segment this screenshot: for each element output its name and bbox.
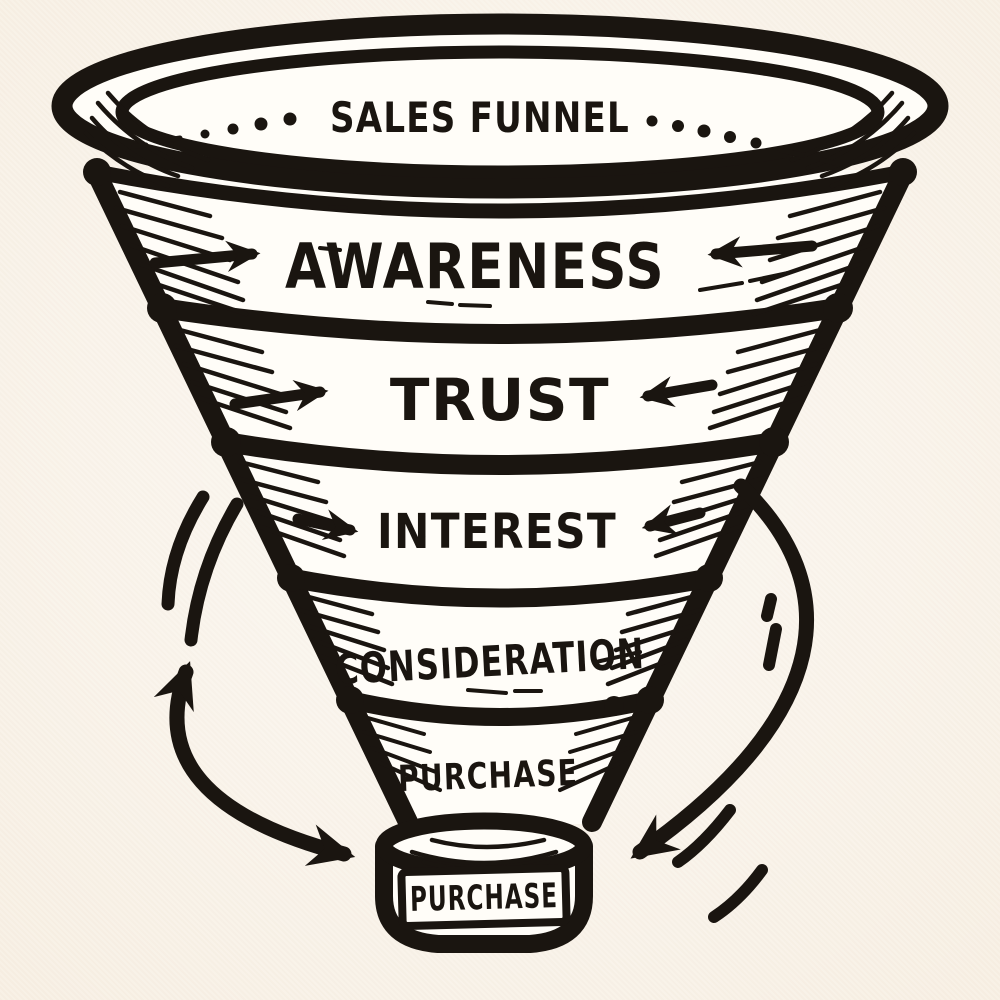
title-dots-right-icon [646,115,762,149]
hatch-shading [605,593,703,687]
outlet-label: PURCHASE [410,876,559,920]
outlet-label-box [397,863,571,931]
dash-marks [761,593,782,671]
cycle-arrow-right-icon [630,478,814,923]
motion-line [708,864,768,923]
motion-line [161,490,210,611]
hatch-shading [751,189,887,317]
funnel-title: SALES FUNNEL [330,93,630,142]
hatch-shading [789,90,917,189]
hatch-shading [707,327,827,431]
stage-label-trust: TRUST [390,366,610,434]
rim-lower-lip [89,164,911,219]
junction-knobs [83,158,917,716]
motion-line [184,497,244,647]
funnel-title-group: SALES FUNNEL [131,93,837,166]
junction-line [216,432,784,475]
title-dash-left-icon [131,135,183,149]
arrow-right-icon [292,509,359,541]
title-dash-right-icon [777,147,837,166]
stage-arrows [149,236,818,541]
arrow-left-icon [707,236,818,268]
junction-line [281,568,719,608]
band-shading [113,189,887,792]
stage-label-awareness: AWARENESS [285,230,665,303]
hatch-shading [362,716,442,792]
hatch-shading [426,271,790,308]
stage-label-purchase-band: PURCHASE [397,753,578,800]
hatch-shading [558,716,638,792]
band-junctions [83,158,917,726]
funnel-rim [51,13,949,252]
curved-arrow [630,478,814,860]
junction-line [152,298,848,344]
hatch-shading [173,327,293,431]
hatch-shading [83,90,211,189]
arrow-left-icon [639,376,718,408]
motion-line [672,804,736,868]
title-dots-left-icon [200,112,297,139]
funnel-outlet-drum: PURCHASE [375,812,593,953]
outlet-label-plate: PURCHASE [397,863,571,931]
arrow-right-icon [229,380,329,412]
hatch-shading [318,205,644,252]
hatch-shading [297,593,395,687]
rim-inner-ellipse [115,45,885,179]
hatch-shading [653,459,767,559]
arrow-right-icon [149,240,261,272]
hatch-shading [466,650,642,695]
stage-label-interest: INTEREST [377,504,617,560]
cycle-arrow-left-icon [153,490,356,866]
arrow-left-icon [641,504,706,535]
hatch-shading [233,459,347,559]
curved-double-arrow [153,661,356,866]
